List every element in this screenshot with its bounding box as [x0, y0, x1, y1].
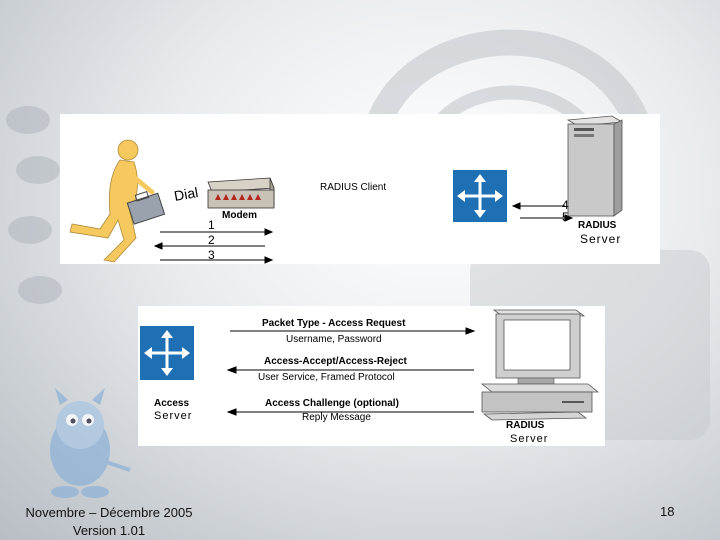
message-arrows — [226, 327, 476, 416]
radius-server-computer — [480, 309, 600, 421]
radius-server-suffix: Server — [580, 232, 622, 246]
msg-2-detail: User Service, Framed Protocol — [258, 372, 395, 383]
access-server-router-icon — [140, 326, 194, 380]
page-number: 18 — [660, 504, 675, 519]
footer-date: Novembre – Décembre 2005 — [25, 505, 193, 520]
radius-server-name: RADIUS — [578, 220, 617, 231]
router-icon — [453, 170, 507, 222]
footer-version: Version 1.01 — [72, 523, 146, 538]
client-step-arrows — [153, 228, 274, 264]
step-5-label: 5 — [562, 210, 569, 224]
briefcase-icon — [126, 190, 166, 225]
radius-exchange-panel: Packet Type - Access Request Username, P… — [138, 306, 605, 446]
step-1-label: 1 — [208, 218, 215, 232]
msg-3-detail: Reply Message — [302, 412, 371, 423]
radius-client-label: RADIUS Client — [320, 182, 387, 193]
step-2-label: 2 — [208, 233, 215, 247]
msg-1-title: Packet Type - Access Request — [262, 318, 406, 329]
dialup-diagram-panel: Dial Modem RADIUS Client 1 2 3 4 5 RADIU… — [60, 114, 660, 264]
footer-date-version: Novembre – Décembre 2005 Version 1.01 — [14, 504, 204, 540]
msg-2-title: Access-Accept/Access-Reject — [264, 356, 407, 367]
radius-server-tower — [566, 115, 624, 217]
msg-1-detail: Username, Password — [286, 334, 382, 345]
step-3-label: 3 — [208, 248, 215, 262]
access-server-label-2: Server — [154, 410, 193, 422]
radius-server-label-2: Server — [510, 433, 549, 445]
msg-3-title: Access Challenge (optional) — [265, 398, 399, 409]
modem-device — [207, 177, 275, 209]
mascot-illustration — [50, 388, 131, 498]
access-server-label-1: Access — [154, 398, 190, 409]
step-4-label: 4 — [562, 198, 569, 212]
modem-label: Modem — [222, 210, 257, 221]
radius-server-label-1: RADIUS — [506, 420, 545, 431]
server-step-arrows — [511, 202, 574, 222]
user-figure — [69, 139, 155, 263]
